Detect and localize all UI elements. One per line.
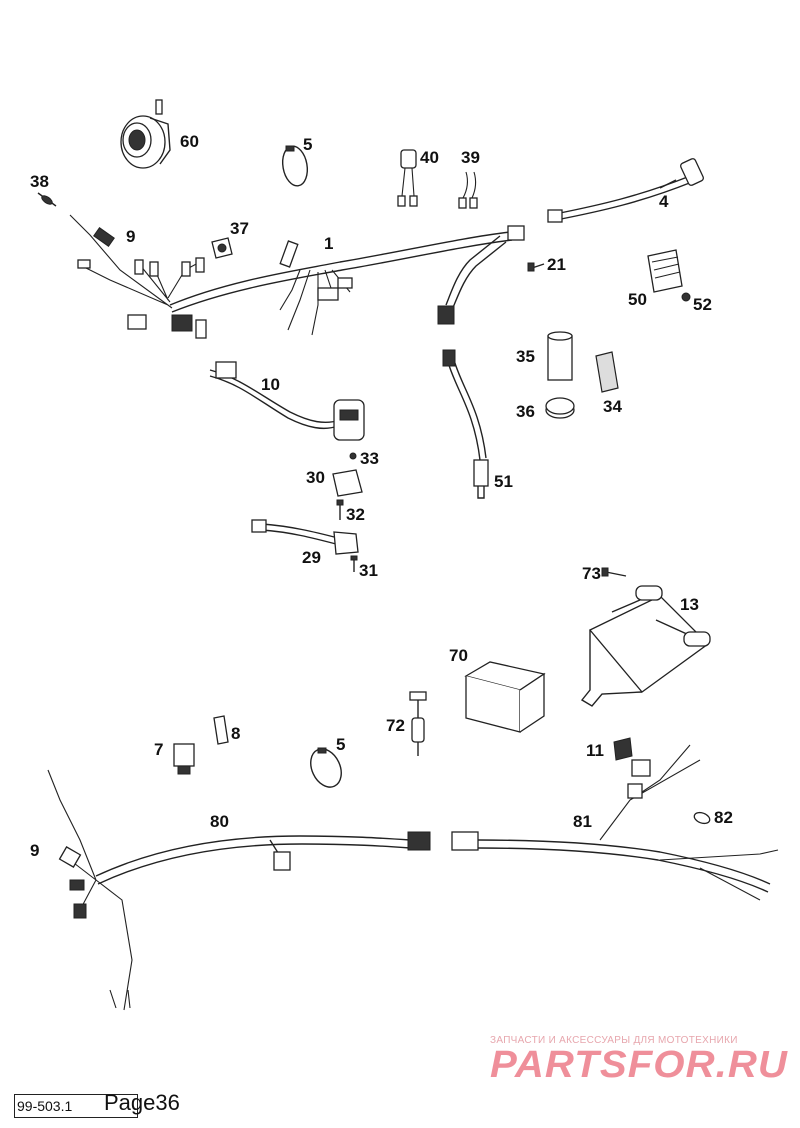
label-part-31: 31	[359, 561, 378, 580]
label-part-52: 52	[693, 295, 712, 314]
label-part-4: 4	[659, 192, 669, 211]
label-part-72: 72	[386, 716, 405, 735]
label-part-60: 60	[180, 132, 199, 151]
bracket-part-8	[213, 715, 229, 745]
screw-part-31	[350, 555, 358, 572]
rear-harness-part-80	[47, 769, 431, 1011]
label-part-80: 80	[210, 812, 229, 831]
label-part-36: 36	[516, 402, 535, 421]
front-harness-part-81	[451, 744, 779, 901]
switch-part-10	[209, 361, 365, 441]
label-part-21: 21	[547, 255, 566, 274]
ring-part-36	[545, 397, 575, 419]
label-part-35: 35	[516, 347, 535, 366]
label-part-8: 8	[231, 724, 240, 743]
switch-part-29	[251, 519, 359, 555]
battery-part-70	[464, 661, 546, 733]
nut-part-33	[349, 452, 357, 460]
label-part-73: 73	[582, 564, 601, 583]
label-part-29: 29	[302, 548, 321, 567]
label-part-7: 7	[154, 740, 163, 759]
bolt-part-73	[601, 567, 627, 577]
label-part-39: 39	[461, 148, 480, 167]
label-part-5-top: 5	[303, 135, 312, 154]
label-part-30: 30	[306, 468, 325, 487]
horn-part-60	[120, 99, 171, 169]
pad-part-34	[595, 351, 619, 393]
cable-tie-part-5-top	[281, 145, 309, 187]
screw-part-32	[336, 499, 344, 520]
label-part-50: 50	[628, 290, 647, 309]
bracket-part-13	[580, 585, 711, 707]
screw-part-52	[681, 292, 691, 302]
clip-part-11	[613, 737, 633, 761]
cap-part-82	[693, 811, 711, 825]
capacitor-part-40	[397, 149, 418, 207]
label-part-11: 11	[586, 741, 604, 760]
bracket-part-30	[332, 469, 363, 497]
label-part-33: 33	[360, 449, 379, 468]
cylinder-part-35	[547, 331, 573, 381]
cable-tie-part-5-bottom	[310, 747, 342, 788]
label-part-82: 82	[714, 808, 733, 827]
page-number: Page36	[104, 1090, 180, 1115]
watermark-brand: PARTSFOR.RU	[490, 1044, 789, 1086]
watermark-tagline: ЗАПЧАСТИ И АКСЕССУАРЫ ДЛЯ МОТОТЕХНИКИ	[490, 1035, 738, 1046]
wire-bridge-part-39	[458, 171, 478, 209]
label-part-81: 81	[573, 812, 592, 831]
document-code: 99-503.1	[14, 1094, 138, 1118]
fuse-holder-part-72	[409, 691, 427, 756]
sensor-cable-part-4	[547, 158, 704, 223]
relay-part-7	[173, 743, 195, 775]
sensor-part-51	[442, 349, 489, 499]
screw-part-21	[527, 262, 545, 272]
label-part-13: 13	[680, 595, 699, 614]
regulator-part-50	[647, 249, 683, 293]
label-part-51: 51	[494, 472, 513, 491]
label-part-5-bottom: 5	[336, 735, 345, 754]
clip-part-37	[211, 237, 233, 259]
label-part-37: 37	[230, 219, 249, 238]
label-part-9-top: 9	[126, 227, 135, 246]
label-part-70: 70	[449, 646, 468, 665]
label-part-10: 10	[261, 375, 280, 394]
label-part-38: 38	[30, 172, 49, 191]
main-harness-part-1	[69, 214, 525, 339]
label-part-40: 40	[420, 148, 439, 167]
plug-part-38	[37, 192, 57, 207]
label-part-1: 1	[324, 234, 333, 253]
label-part-32: 32	[346, 505, 365, 524]
label-part-9-bottom: 9	[30, 841, 39, 860]
label-part-34: 34	[603, 397, 622, 416]
